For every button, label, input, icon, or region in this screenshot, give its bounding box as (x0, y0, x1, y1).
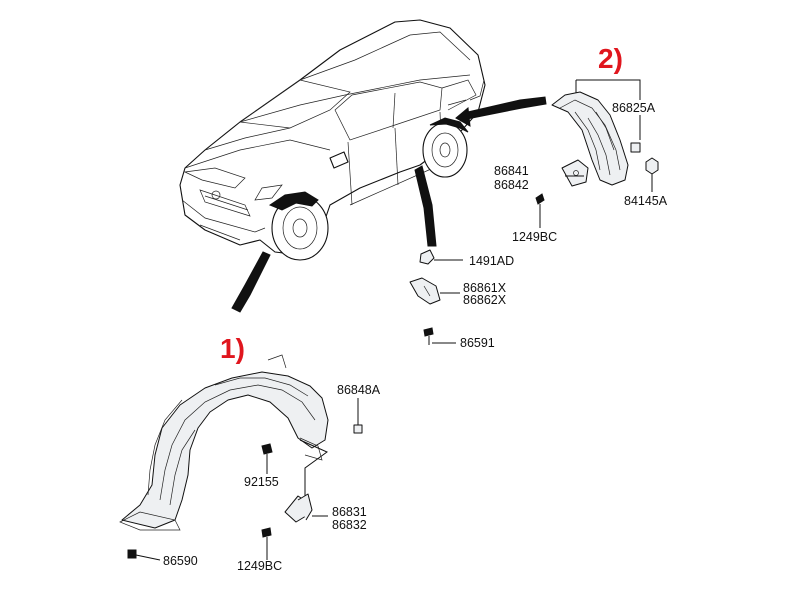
side-splash-parts (409, 249, 441, 345)
label-86861X: 86861X (463, 281, 507, 295)
label-86842: 86842 (494, 178, 529, 192)
label-1249BC-top: 1249BC (512, 230, 557, 244)
front-wheel-guard (119, 354, 363, 559)
label-86590: 86590 (163, 554, 198, 568)
label-86825A: 86825A (612, 101, 656, 115)
label-1491AD: 1491AD (469, 254, 514, 268)
label-1249BC-bottom: 1249BC (237, 559, 282, 573)
label-86591: 86591 (460, 336, 495, 350)
leader-lines (135, 79, 653, 561)
label-86831: 86831 (332, 505, 367, 519)
label-86862X: 86862X (463, 293, 507, 307)
label-86832: 86832 (332, 518, 367, 532)
car-illustration (179, 19, 486, 261)
label-92155: 92155 (244, 475, 279, 489)
callout-rear-liner: 2) (598, 43, 623, 74)
pointer-arrows (231, 96, 547, 313)
rear-wheel-guard (535, 91, 659, 218)
label-84145A: 84145A (624, 194, 668, 208)
callout-front-liner: 1) (220, 333, 245, 364)
label-86841: 86841 (494, 164, 529, 178)
label-86848A: 86848A (337, 383, 381, 397)
